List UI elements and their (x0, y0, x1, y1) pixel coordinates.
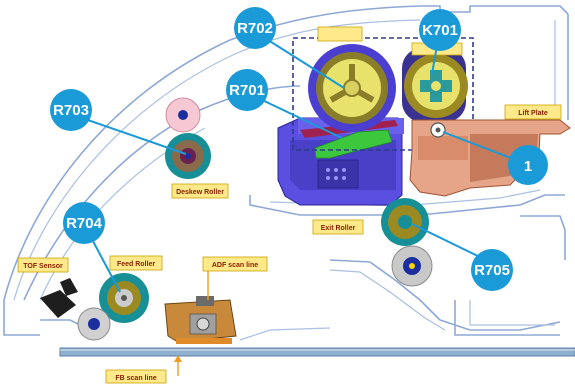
label-fb-scan-line: FB scan line (106, 370, 166, 383)
svg-text:R703: R703 (53, 102, 89, 119)
deskew-roller (165, 133, 211, 179)
exit-roller (381, 198, 429, 246)
label-feed-roller: Feed Roller (110, 256, 162, 270)
callout-r703: R703 (50, 89, 92, 131)
feed-idler (78, 308, 110, 340)
svg-text:FB scan line: FB scan line (115, 375, 156, 382)
svg-text:R705: R705 (474, 262, 510, 279)
tof-sensor (40, 278, 78, 318)
callout-r705: R705 (471, 249, 513, 291)
exit-idler (392, 246, 432, 286)
svg-text:R701: R701 (229, 82, 265, 99)
svg-text:Deskew Roller: Deskew Roller (176, 189, 224, 196)
callout-k701: K701 (419, 9, 461, 51)
deskew-idler (166, 98, 200, 132)
roller-enclosure-top (318, 27, 362, 41)
svg-text:Exit Roller: Exit Roller (321, 225, 356, 232)
callout-r702: R702 (234, 7, 276, 49)
adf-scan-unit (165, 296, 236, 344)
callout-r704: R704 (63, 202, 105, 244)
svg-text:1: 1 (524, 158, 532, 175)
svg-text:ADF scan line: ADF scan line (212, 262, 258, 269)
label-adf-scan-line: ADF scan line (203, 257, 267, 271)
label-exit-roller: Exit Roller (313, 220, 363, 234)
lift-gear (431, 123, 445, 137)
label-tof-sensor: TOF Sensor (18, 258, 68, 272)
pickup-roller (308, 44, 396, 132)
label-lift-plate: Lift Plate (505, 105, 561, 119)
svg-text:R702: R702 (237, 20, 273, 37)
svg-text:Lift Plate: Lift Plate (518, 110, 548, 117)
svg-text:R704: R704 (66, 215, 103, 232)
label-deskew-roller: Deskew Roller (172, 184, 228, 198)
svg-text:K701: K701 (422, 22, 458, 39)
callout-r701: R701 (226, 69, 268, 111)
svg-text:TOF Sensor: TOF Sensor (23, 263, 63, 270)
scan-glass (60, 348, 575, 356)
svg-text:Feed Roller: Feed Roller (117, 261, 155, 268)
callout-1: 1 (508, 145, 548, 185)
